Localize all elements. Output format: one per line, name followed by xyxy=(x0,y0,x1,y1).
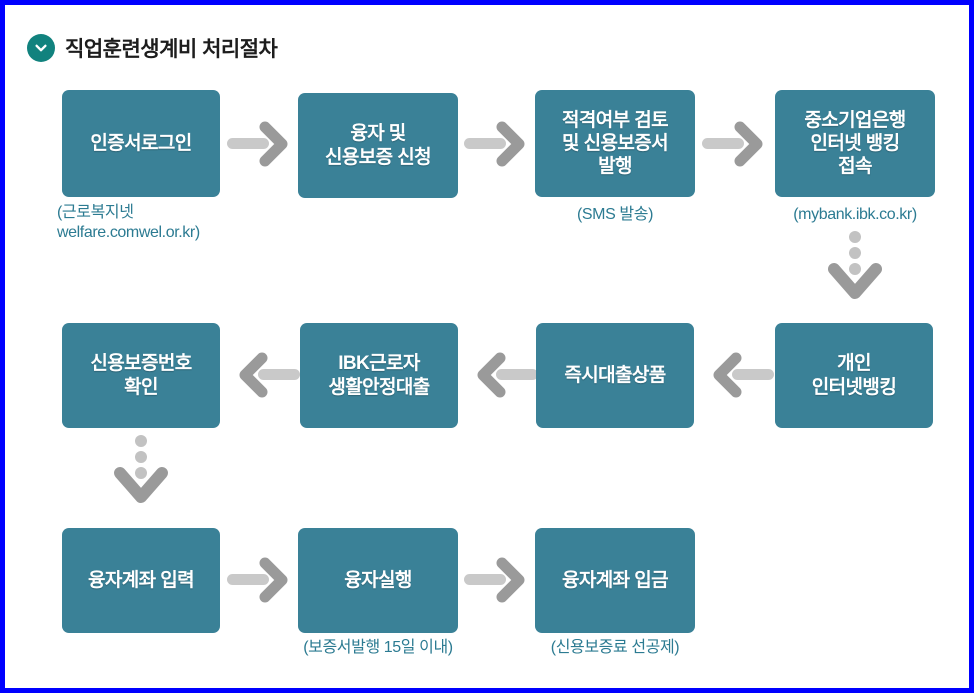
arrow-left-icon-1 xyxy=(226,352,300,398)
flow-caption-step-1: (근로복지넷 welfare.comwel.or.kr) xyxy=(57,204,200,241)
page-title: 직업훈련생계비 처리절차 xyxy=(65,38,278,61)
flow-node-step-1[interactable]: 인증서로그인 xyxy=(62,90,220,197)
arrow-left-icon-2 xyxy=(464,352,538,398)
dotted-arrow-down-icon-1 xyxy=(826,231,884,303)
flow-caption-step-4: (mybank.ibk.co.kr) xyxy=(793,206,917,223)
flow-node-step-2[interactable]: 융자 및 신용보증 신청 xyxy=(298,93,458,198)
flow-caption-step-10: (보증서발행 15일 이내) xyxy=(303,639,453,656)
flow-node-step-9[interactable]: 융자계좌 입력 xyxy=(62,528,220,633)
chevron-down-circle-icon xyxy=(27,34,55,62)
arrow-left-icon-3 xyxy=(700,352,774,398)
arrow-right-icon-2 xyxy=(464,121,538,167)
flow-node-step-3[interactable]: 적격여부 검토 및 신용보증서 발행 xyxy=(535,90,695,197)
arrow-right-icon-1 xyxy=(227,121,301,167)
flow-node-step-4[interactable]: 중소기업은행 인터넷 뱅킹 접속 xyxy=(775,90,935,197)
flow-node-step-10[interactable]: 융자실행 xyxy=(298,528,458,633)
arrow-right-icon-3 xyxy=(702,121,776,167)
dotted-arrow-down-icon-2 xyxy=(112,435,170,507)
flow-node-step-5[interactable]: 개인 인터넷뱅킹 xyxy=(775,323,933,428)
flow-node-step-7[interactable]: IBK근로자 생활안정대출 xyxy=(300,323,458,428)
flow-node-step-11[interactable]: 융자계좌 입금 xyxy=(535,528,695,633)
flow-caption-step-11: (신용보증료 선공제) xyxy=(550,639,680,656)
page-header: 직업훈련생계비 처리절차 xyxy=(27,33,278,63)
arrow-right-icon-4 xyxy=(227,557,301,603)
flow-node-step-6[interactable]: 즉시대출상품 xyxy=(536,323,694,428)
flow-caption-step-3: (SMS 발송) xyxy=(576,206,653,223)
flow-node-step-8[interactable]: 신용보증번호 확인 xyxy=(62,323,220,428)
arrow-right-icon-5 xyxy=(464,557,538,603)
